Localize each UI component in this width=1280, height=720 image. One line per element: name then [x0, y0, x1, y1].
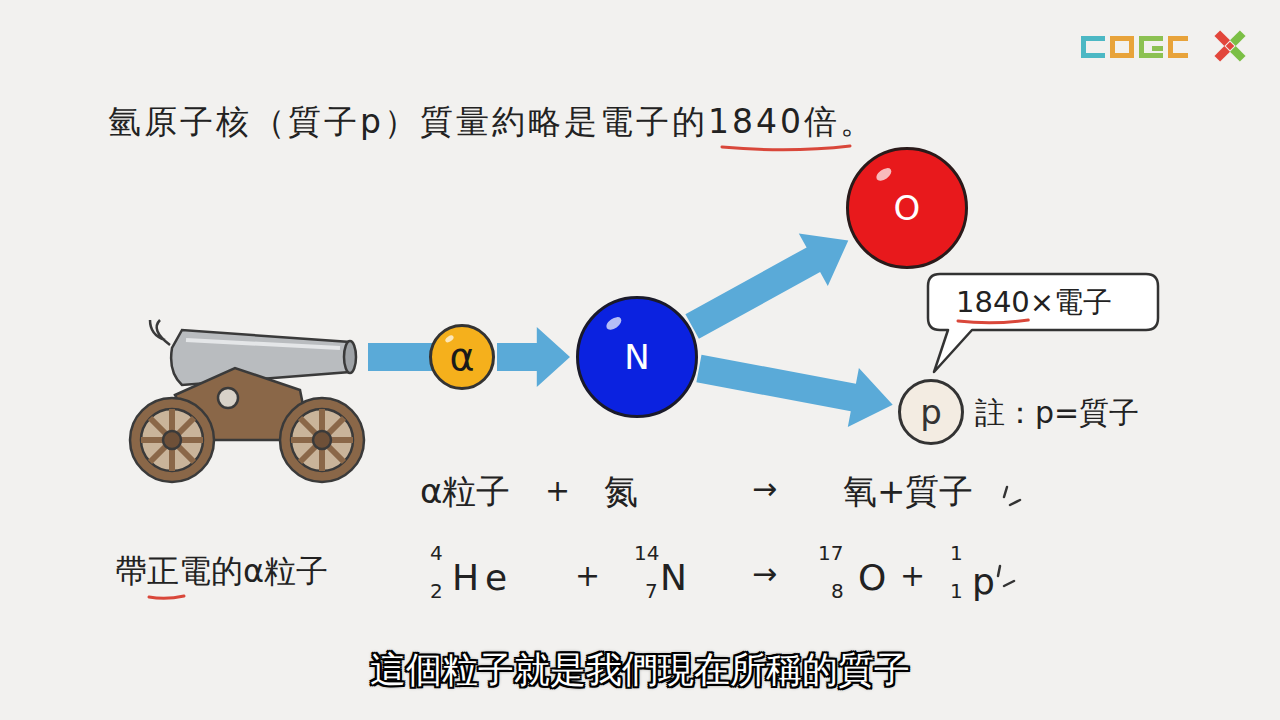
- caption: 這個粒子就是我們現在所稱的質子: [370, 646, 910, 695]
- reaction-arrow: [696, 355, 892, 427]
- word-equation: 氧+質子: [843, 473, 974, 510]
- side-note: 帶正電的α粒子: [115, 554, 328, 589]
- plus-sign: +: [900, 559, 925, 592]
- nitrogen-nucleus: N: [576, 296, 698, 418]
- emphasis-ticks: [998, 487, 1020, 586]
- title-underline: [722, 146, 850, 150]
- word-equation: →: [752, 472, 777, 505]
- mass-number: 1: [950, 542, 963, 564]
- node-label: O: [894, 191, 921, 225]
- word-equation: +: [545, 474, 570, 507]
- mass-number: 4: [430, 542, 443, 564]
- alpha-particle: α: [429, 324, 495, 390]
- node-label: p: [920, 395, 942, 429]
- logo: [1081, 21, 1255, 72]
- element-symbol: N: [660, 558, 693, 598]
- title: 氫原子核（質子p）質量約略是電子的1840倍。: [108, 100, 876, 145]
- mass-number: 14: [634, 542, 659, 564]
- atomic-number: 2: [430, 580, 443, 602]
- atomic-number: 8: [831, 580, 844, 602]
- reaction-arrow: →: [752, 557, 777, 590]
- cannon: [130, 320, 364, 482]
- proton: p: [898, 379, 964, 445]
- element-symbol: He: [452, 558, 513, 598]
- note: 註：p=質子: [975, 396, 1139, 429]
- element-symbol: p: [972, 562, 1001, 602]
- reaction-arrow: [685, 233, 848, 338]
- emphasis-underline: [149, 596, 184, 598]
- node-label: α: [449, 338, 474, 376]
- oxygen-nucleus: O: [846, 147, 968, 269]
- atomic-number: 7: [645, 580, 658, 602]
- atomic-number: 1: [950, 580, 963, 602]
- word-equation: 氮: [604, 473, 638, 510]
- word-equation: α粒子: [420, 473, 510, 510]
- node-label: 1840×電子: [956, 288, 1112, 317]
- mass-number: 17: [818, 542, 843, 564]
- plus-sign: +: [575, 559, 600, 592]
- node-label: N: [624, 340, 649, 374]
- speech-bubble: 1840×電子: [928, 274, 1158, 330]
- reaction-arrow: [497, 327, 570, 387]
- emphasis-underline: [958, 320, 1028, 323]
- element-symbol: O: [858, 558, 892, 598]
